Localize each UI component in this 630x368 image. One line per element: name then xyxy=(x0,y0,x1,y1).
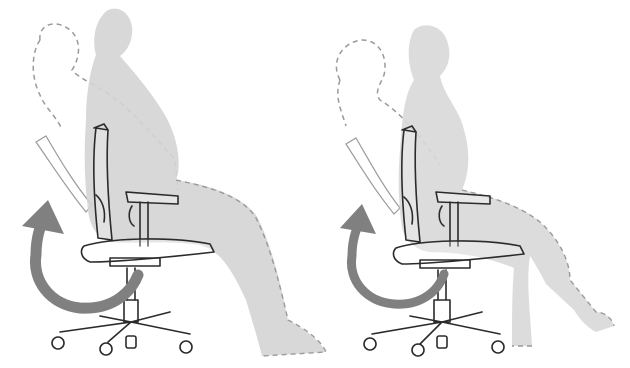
reclined-backrest-right xyxy=(346,138,400,214)
scene-right-woman xyxy=(336,25,614,356)
chair-wheels-left xyxy=(52,336,192,355)
scene-left-man xyxy=(22,9,326,356)
chair-wheels-right xyxy=(364,336,504,356)
reclined-backrest-left xyxy=(36,136,92,212)
reclined-outline-left-back xyxy=(33,40,62,130)
reclined-outline-right-back xyxy=(338,80,346,126)
